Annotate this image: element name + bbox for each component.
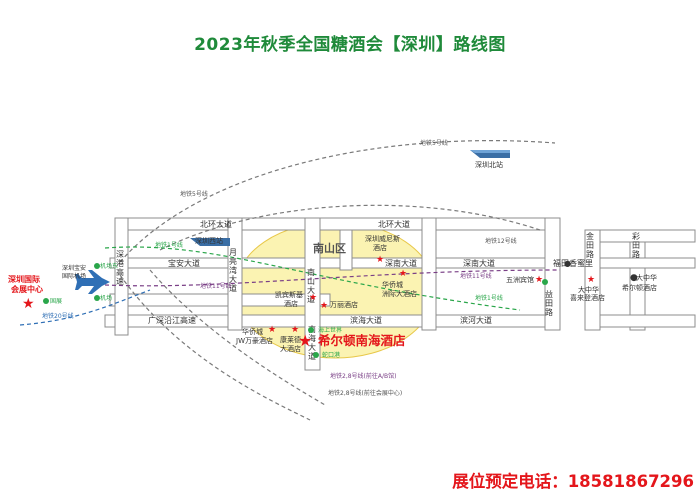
road-binhe: 滨河大道	[460, 315, 492, 325]
station-haishang-icon	[308, 327, 314, 333]
station-shekou-icon	[313, 352, 319, 358]
train-icon-north	[470, 150, 510, 158]
hotel-dazhonghua-star-icon: ★	[587, 275, 595, 285]
hotel-dazhonghua-label-2: 喜来登酒店	[570, 293, 605, 302]
station-jichang-top: 机场东	[100, 262, 118, 270]
road-yitian: 益田路	[545, 289, 554, 317]
hotel-kangte-label: 康莱德	[280, 335, 301, 344]
main-hotel-label: 希尔顿南海酒店	[317, 333, 406, 348]
hotel-dazhonghua-label: 大中华	[578, 285, 599, 294]
road-shennan-east: 深南大道	[463, 258, 495, 268]
road-shennan-west: 深南大道	[385, 258, 417, 268]
hotel-huaqiaoc-label: 华侨城	[382, 280, 403, 289]
expo-label: 深圳国际	[8, 274, 40, 284]
station-jichang-top-icon	[94, 263, 100, 269]
road-baoan: 宝安大道	[168, 258, 200, 268]
metro-label-5b: 地铁5号线	[180, 190, 208, 198]
train-icon-west	[190, 238, 230, 246]
road-caitian: 彩田路	[632, 231, 641, 259]
metro-line-20	[19, 289, 151, 326]
road-jingang: 深港高速	[116, 250, 125, 286]
hotel-kangte-label-2: 大酒店	[280, 344, 301, 353]
metro-label-bus: 地铁2,8号线(前往A/B馆)	[330, 372, 396, 380]
futian-mark-icon: ●	[564, 259, 571, 268]
page-title: 2023年秋季全国糖酒会【深圳】路线图	[194, 35, 506, 55]
airport-label: 深圳宝安	[62, 264, 86, 272]
metro-line-11	[104, 269, 561, 287]
metro-line-1	[104, 246, 521, 311]
station-jichang-bot-icon	[94, 295, 100, 301]
expo-star-icon: ★	[22, 296, 35, 312]
hotel-kaibin-label: 凯宾斯基	[275, 290, 303, 299]
booking-hotline: 展位预定电话：18581867296	[452, 468, 694, 492]
station-guozhan-icon	[43, 298, 49, 304]
metro-label-1b: 地铁1号线	[475, 294, 503, 302]
road-beihuan-east: 北环大道	[378, 219, 410, 229]
metro-label-bus2: 地铁2,8号线(前往会展中心)	[328, 389, 402, 397]
road-beihuan-west: 北环大道	[200, 219, 232, 229]
hotline-label: 展位预定电话：	[452, 472, 568, 491]
station-jichang-bot: 机场	[100, 294, 112, 302]
road-nanshan: 南山大道	[307, 267, 316, 304]
hotel-kangte-star-icon: ★	[291, 325, 299, 335]
hotel-huaqiaoc-star-icon: ★	[399, 269, 407, 279]
metro-lines	[19, 140, 561, 421]
hotline-number[interactable]: 18581867296	[567, 472, 694, 491]
station-haishang: 海上世界	[318, 326, 342, 334]
road-jintian: 金田路	[586, 231, 595, 259]
hotel-huaqiao-w-label: 华侨城	[242, 327, 263, 336]
expo-label-2: 会展中心	[11, 284, 43, 294]
metro-label-1: 地铁1号线	[155, 241, 183, 249]
metro-label-20: 地铁20号线	[42, 312, 74, 320]
metro-label-11b: 地铁11号线	[460, 272, 492, 280]
metro-label-12: 地铁12号线	[485, 237, 517, 245]
main-hotel-star-icon: ★	[298, 331, 312, 350]
station-north: 深圳北站	[475, 160, 503, 169]
station-wuzhou: 五洲宾馆	[506, 275, 534, 284]
metro-line-2b	[119, 274, 311, 421]
hotel-huaqiao-w-label-2: JW万豪酒店	[235, 336, 273, 345]
hotel-huaqiaoc-label-2: 洲际大酒店	[382, 289, 417, 298]
airplane-icon	[75, 270, 110, 294]
hotel-weinisi-label-2: 酒店	[373, 243, 387, 252]
hotel-weinisi-label: 深圳威尼斯	[365, 234, 400, 243]
hotel-dazhonghua2-label: 大中华	[636, 273, 657, 282]
district-label: 南山区	[313, 241, 346, 255]
metro-line-2	[149, 269, 326, 406]
station-gangxia-icon	[542, 279, 548, 285]
road-binhai: 滨海大道	[350, 315, 382, 325]
metro-line-5	[119, 140, 556, 263]
hotel-huaqiao-w-star-icon: ★	[268, 325, 276, 335]
metro-label-11: 地铁11号线	[200, 282, 232, 290]
road-nanhai: 南海大道	[308, 324, 317, 361]
hotel-dazhonghua2-label-2: 希尔顿酒店	[622, 283, 657, 292]
hotel-wanli-star-icon: ★	[320, 301, 328, 311]
station-guozhan: 国展	[50, 298, 62, 305]
road-network	[104, 217, 696, 371]
metro-line-12	[159, 204, 541, 251]
airport-label-2: 国际机场	[62, 272, 86, 280]
station-shekou: 蛇口港	[322, 351, 340, 359]
hotel-kaibin-label-2: 酒店	[284, 299, 298, 308]
station-west: 深圳西站	[195, 236, 223, 245]
hotel-kaibin-star-icon: ★	[309, 293, 317, 303]
metro-label-5: 地铁5号线	[420, 139, 448, 147]
road-guangshen: 广深沿江高速	[148, 315, 196, 325]
hotel-wanli-label: 万丽酒店	[330, 300, 358, 309]
road-futian: 福田香蜜里	[553, 258, 593, 268]
road-yuehai: 月亮湾大道	[229, 248, 238, 293]
hotel-weinisi-star-icon: ★	[376, 255, 384, 265]
hotel-dazhonghua2-star-icon: ●	[630, 273, 638, 283]
wuzhou-star-icon: ★	[535, 275, 543, 285]
